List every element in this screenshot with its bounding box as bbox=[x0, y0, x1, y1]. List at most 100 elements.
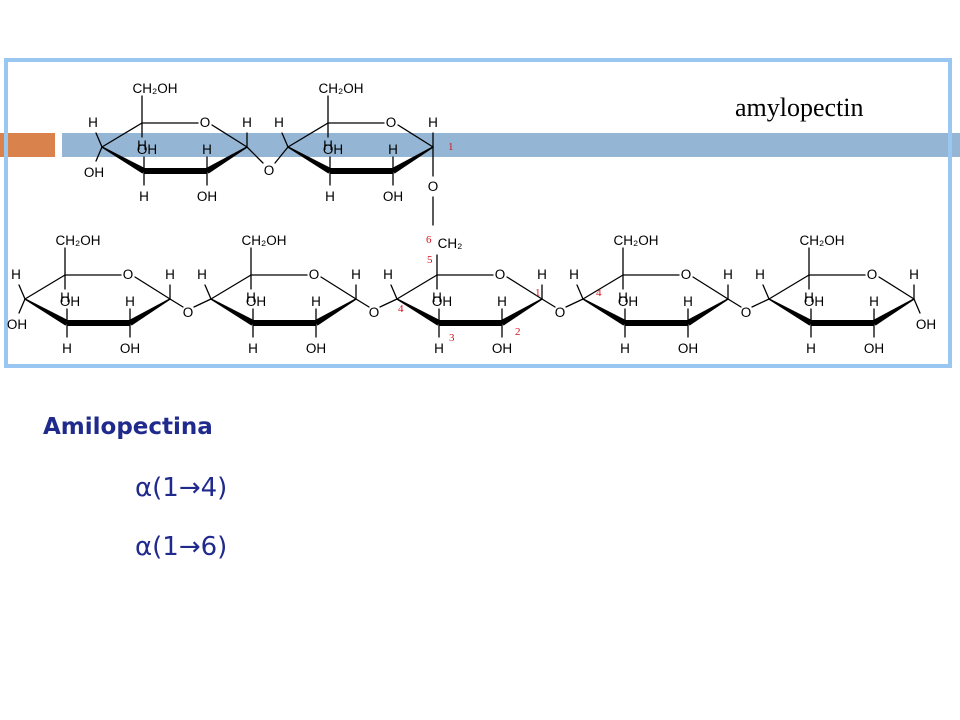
hydroxyl: OH bbox=[492, 341, 512, 356]
substituent-bond bbox=[95, 132, 103, 148]
hydroxyl: OH bbox=[120, 341, 140, 356]
hydrogen: H bbox=[497, 294, 507, 309]
ring-oxygen: O bbox=[495, 267, 506, 282]
hydroxyl: OH bbox=[323, 142, 343, 157]
hydrogen: H bbox=[428, 115, 438, 130]
hydrogen: H bbox=[11, 267, 21, 282]
ring-bond bbox=[692, 276, 729, 300]
hydrogen: H bbox=[325, 189, 335, 204]
front-wedge bbox=[128, 298, 171, 326]
ring-bond bbox=[768, 274, 810, 300]
ring-bond bbox=[287, 122, 329, 148]
hydrogen: H bbox=[388, 142, 398, 157]
glycosidic-oxygen: O bbox=[264, 163, 275, 178]
glycosidic-oxygen: O bbox=[183, 305, 194, 320]
hydrogen: H bbox=[274, 115, 284, 130]
carbon-number-label: 1 bbox=[535, 287, 541, 299]
ring-bond bbox=[101, 122, 143, 148]
hydrogen: H bbox=[62, 341, 72, 356]
title-accent-blue bbox=[62, 133, 960, 157]
front-wedge bbox=[391, 146, 434, 174]
hydrogen: H bbox=[537, 267, 547, 282]
hydroxyl: OH bbox=[678, 341, 698, 356]
ring-bond bbox=[134, 276, 171, 300]
ring-bond bbox=[582, 274, 624, 300]
carbon-number-label: 4 bbox=[596, 287, 602, 299]
carbon-number-label: 2 bbox=[515, 326, 521, 338]
glycosidic-bond bbox=[355, 298, 370, 308]
hydroxyl: OH bbox=[804, 294, 824, 309]
ring-bond bbox=[24, 274, 66, 300]
hydroxyl: OH bbox=[60, 294, 80, 309]
front-wedge bbox=[101, 146, 146, 174]
substituent-bond bbox=[204, 284, 212, 300]
carbon-number-label: 3 bbox=[449, 332, 455, 344]
front-wedge bbox=[314, 298, 357, 326]
ch2oh-group: CH₂OH bbox=[319, 81, 364, 96]
front-wedge bbox=[872, 298, 915, 326]
hydroxyl: OH bbox=[306, 341, 326, 356]
carbon-number-label: 4 bbox=[398, 303, 404, 315]
hydrogen: H bbox=[683, 294, 693, 309]
hydroxyl: OH bbox=[864, 341, 884, 356]
glycosidic-bond bbox=[727, 298, 742, 308]
ring-oxygen: O bbox=[386, 115, 397, 130]
hydrogen: H bbox=[165, 267, 175, 282]
hydrogen: H bbox=[804, 290, 814, 305]
front-bond bbox=[625, 320, 688, 326]
linkage-alpha-1-4: α(1→4) bbox=[135, 473, 228, 503]
hydroxyl: OH bbox=[84, 165, 104, 180]
glycosidic-bond bbox=[274, 146, 289, 164]
hydroxyl: OH bbox=[197, 189, 217, 204]
ring-oxygen: O bbox=[200, 115, 211, 130]
hydrogen: H bbox=[755, 267, 765, 282]
hydroxyl: OH bbox=[246, 294, 266, 309]
hydrogen: H bbox=[383, 267, 393, 282]
hydrogen: H bbox=[723, 267, 733, 282]
front-bond bbox=[439, 320, 502, 326]
glycosidic-bond bbox=[379, 298, 398, 308]
front-wedge bbox=[500, 298, 543, 326]
ring-oxygen: O bbox=[123, 267, 134, 282]
ch2oh-group: CH₂OH bbox=[56, 233, 101, 248]
hydrogen: H bbox=[432, 290, 442, 305]
hydrogen: H bbox=[569, 267, 579, 282]
ch2oh-group: CH₂OH bbox=[800, 233, 845, 248]
ch2oh-group: CH₂OH bbox=[242, 233, 287, 248]
ring-bond bbox=[878, 276, 915, 300]
substituent-bond bbox=[18, 284, 26, 300]
hydroxyl: OH bbox=[916, 317, 936, 332]
glycosidic-bond bbox=[246, 146, 264, 164]
glycosidic-bond bbox=[541, 298, 556, 308]
carbon-number-label: 1 bbox=[448, 141, 454, 153]
hydrogen: H bbox=[618, 290, 628, 305]
front-wedge bbox=[582, 298, 627, 326]
hydrogen: H bbox=[806, 341, 816, 356]
front-wedge bbox=[396, 298, 441, 326]
hydrogen: H bbox=[242, 115, 252, 130]
ring-bond bbox=[397, 124, 434, 148]
ch2-group: CH₂ bbox=[438, 236, 463, 251]
glycosidic-bond bbox=[169, 298, 184, 308]
substituent-bond bbox=[576, 284, 584, 300]
substituent-bond bbox=[281, 132, 289, 148]
hydroxyl: OH bbox=[137, 142, 157, 157]
front-bond bbox=[330, 168, 393, 174]
hydrogen: H bbox=[202, 142, 212, 157]
glycosidic-bond bbox=[751, 298, 770, 308]
hydrogen: H bbox=[351, 267, 361, 282]
glycosidic-oxygen: O bbox=[741, 305, 752, 320]
hydroxyl: OH bbox=[7, 317, 27, 332]
ring-bond bbox=[320, 276, 357, 300]
figure-frame bbox=[4, 58, 952, 368]
front-wedge bbox=[768, 298, 813, 326]
front-bond bbox=[811, 320, 874, 326]
ring-oxygen: O bbox=[867, 267, 878, 282]
ring-bond bbox=[396, 274, 438, 300]
hydrogen: H bbox=[311, 294, 321, 309]
ring-oxygen: O bbox=[681, 267, 692, 282]
hydrogen: H bbox=[248, 341, 258, 356]
hydrogen: H bbox=[88, 115, 98, 130]
hydrogen: H bbox=[60, 290, 70, 305]
